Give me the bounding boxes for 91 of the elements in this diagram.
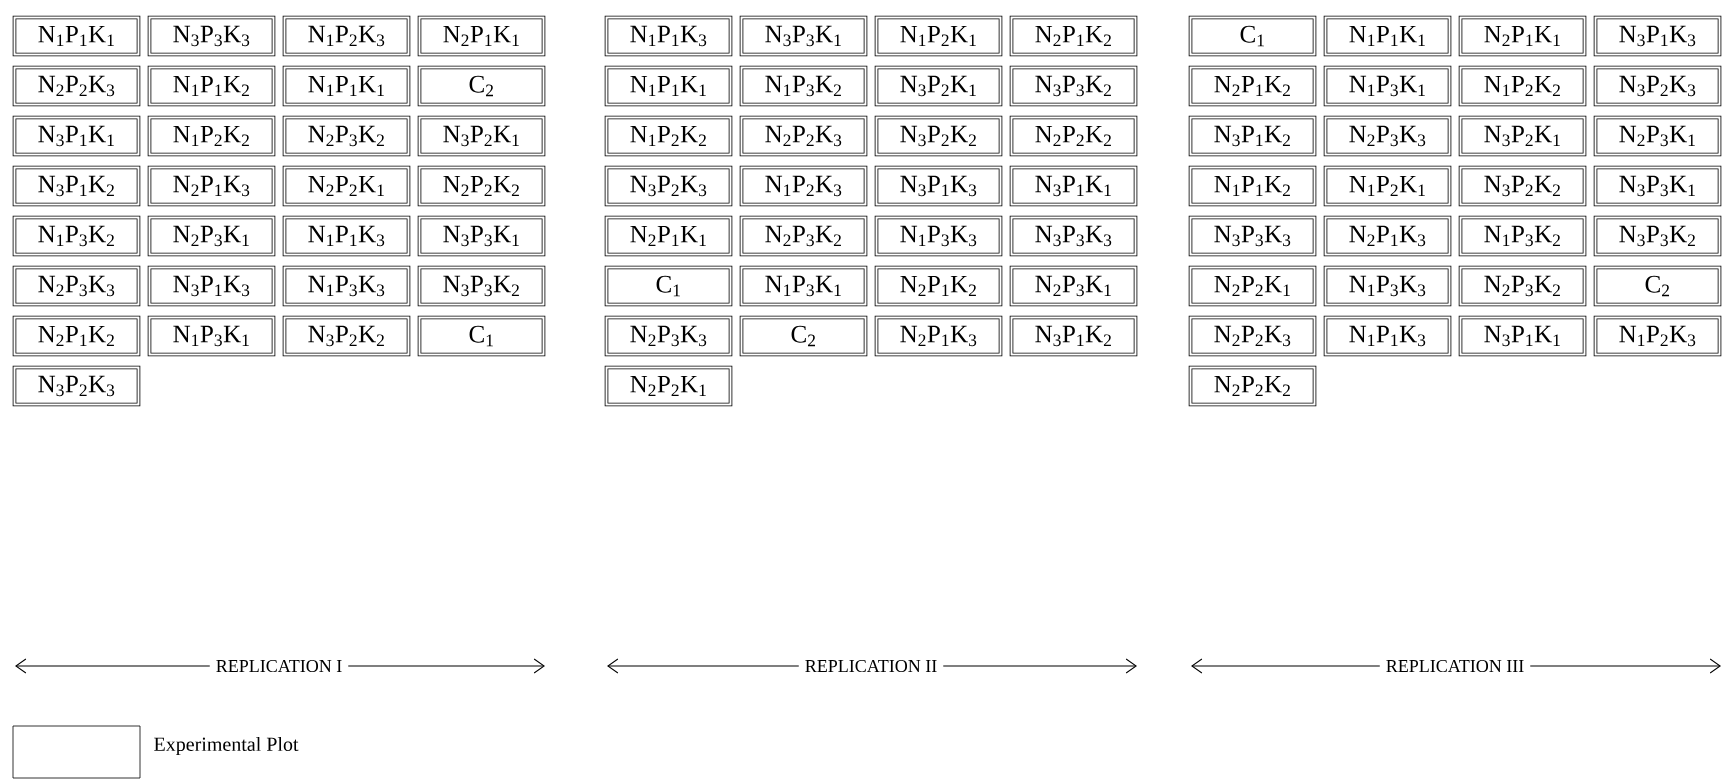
plot-box: N$_{3}$P$_{3}$K$_{2}$ [417,265,546,307]
plot-box: N$_{3}$P$_{2}$K$_{3}$ [604,165,733,207]
plot-box: N$_{1}$P$_{3}$K$_{2}$ [739,65,868,107]
plot-box: N$_{1}$P$_{2}$K$_{2}$ [604,115,733,157]
plot-box: N$_{1}$P$_{1}$K$_{1}$ [12,15,141,57]
plot-box: N$_{2}$P$_{2}$K$_{2}$ [1009,115,1138,157]
plot-box: N$_{1}$P$_{1}$K$_{3}$ [282,215,411,257]
plot-box: N$_{2}$P$_{1}$K$_{2}$ [12,315,141,357]
plot-box: N$_{1}$P$_{3}$K$_{2}$ [1458,215,1587,257]
plot-box: N$_{1}$P$_{2}$K$_{3}$ [282,15,411,57]
plot-box: N$_{2}$P$_{1}$K$_{1}$ [1458,15,1587,57]
plot-box: N$_{1}$P$_{2}$K$_{2}$ [147,115,276,157]
plot-box: N$_{2}$P$_{1}$K$_{1}$ [604,215,733,257]
plot-box: N$_{2}$P$_{2}$K$_{2}$ [1188,365,1317,407]
plot-box: N$_{3}$P$_{3}$K$_{1}$ [1593,165,1722,207]
plot-box: N$_{2}$P$_{1}$K$_{2}$ [1009,15,1138,57]
plot-box: N$_{2}$P$_{3}$K$_{1}$ [1009,265,1138,307]
plot-box: N$_{2}$P$_{3}$K$_{2}$ [1458,265,1587,307]
plot-box: N$_{2}$P$_{3}$K$_{1}$ [1593,115,1722,157]
plot-box: N$_{2}$P$_{2}$K$_{2}$ [417,165,546,207]
replication-label: REPLICATION III [1379,657,1531,675]
plot-box: N$_{2}$P$_{3}$K$_{2}$ [282,115,411,157]
plot-box: C$_{2}$ [417,65,546,107]
plot-box: N$_{2}$P$_{1}$K$_{2}$ [874,265,1003,307]
plot-box: N$_{1}$P$_{1}$K$_{1}$ [282,65,411,107]
plot-box: N$_{1}$P$_{3}$K$_{1}$ [739,265,868,307]
plot-box: N$_{2}$P$_{1}$K$_{2}$ [1188,65,1317,107]
plot-box: N$_{1}$P$_{2}$K$_{3}$ [1593,315,1722,357]
plot-box: N$_{1}$P$_{1}$K$_{1}$ [604,65,733,107]
plot-box: C$_{2}$ [1593,265,1722,307]
plot-box: N$_{2}$P$_{2}$K$_{3}$ [12,65,141,107]
legend-label: Experimental Plot [154,736,299,756]
plot-box: N$_{2}$P$_{1}$K$_{3}$ [874,315,1003,357]
plot-box: N$_{2}$P$_{3}$K$_{2}$ [739,215,868,257]
plot-box: C$_{1}$ [417,315,546,357]
plot-box: N$_{2}$P$_{1}$K$_{3}$ [1323,215,1452,257]
plot-box: N$_{1}$P$_{1}$K$_{1}$ [1323,15,1452,57]
plot-box: N$_{3}$P$_{3}$K$_{3}$ [147,15,276,57]
plot-box: N$_{2}$P$_{1}$K$_{1}$ [417,15,546,57]
plot-box: N$_{2}$P$_{3}$K$_{3}$ [604,315,733,357]
plot-box: N$_{2}$P$_{1}$K$_{3}$ [147,165,276,207]
plot-box: N$_{3}$P$_{2}$K$_{2}$ [1458,165,1587,207]
plot-box: N$_{1}$P$_{3}$K$_{3}$ [1323,265,1452,307]
plot-box: N$_{3}$P$_{2}$K$_{1}$ [1458,115,1587,157]
plot-box: N$_{3}$P$_{2}$K$_{2}$ [874,115,1003,157]
plot-box: N$_{1}$P$_{1}$K$_{2}$ [1188,165,1317,207]
plot-box: N$_{3}$P$_{2}$K$_{3}$ [12,365,141,407]
replication-label: REPLICATION II [798,657,944,675]
plot-box: N$_{3}$P$_{3}$K$_{1}$ [739,15,868,57]
plot-box: N$_{2}$P$_{2}$K$_{3}$ [739,115,868,157]
plot-box: N$_{2}$P$_{2}$K$_{1}$ [604,365,733,407]
plot-box: N$_{3}$P$_{1}$K$_{1}$ [1458,315,1587,357]
plot-box: N$_{1}$P$_{3}$K$_{3}$ [874,215,1003,257]
plot-box: N$_{3}$P$_{2}$K$_{2}$ [282,315,411,357]
plot-box: N$_{1}$P$_{3}$K$_{2}$ [12,215,141,257]
plot-box: N$_{1}$P$_{3}$K$_{3}$ [282,265,411,307]
plot-box: N$_{2}$P$_{2}$K$_{3}$ [1188,315,1317,357]
plot-box: N$_{1}$P$_{3}$K$_{1}$ [147,315,276,357]
plot-box: N$_{2}$P$_{3}$K$_{3}$ [12,265,141,307]
plot-box: C$_{1}$ [604,265,733,307]
plot-box: N$_{1}$P$_{2}$K$_{3}$ [739,165,868,207]
plot-box: N$_{3}$P$_{3}$K$_{2}$ [1593,215,1722,257]
plot-box: N$_{3}$P$_{1}$K$_{1}$ [1009,165,1138,207]
plot-box: N$_{1}$P$_{2}$K$_{2}$ [1458,65,1587,107]
plot-box: N$_{3}$P$_{3}$K$_{3}$ [1009,215,1138,257]
plot-box: N$_{3}$P$_{1}$K$_{2}$ [1188,115,1317,157]
plot-box: N$_{3}$P$_{1}$K$_{3}$ [874,165,1003,207]
plot-box: N$_{3}$P$_{3}$K$_{2}$ [1009,65,1138,107]
plot-box: N$_{3}$P$_{3}$K$_{1}$ [417,215,546,257]
plot-box: N$_{3}$P$_{2}$K$_{1}$ [417,115,546,157]
plot-box: N$_{2}$P$_{2}$K$_{1}$ [282,165,411,207]
plot-box: N$_{1}$P$_{2}$K$_{1}$ [874,15,1003,57]
plot-box: N$_{3}$P$_{2}$K$_{1}$ [874,65,1003,107]
plot-box: N$_{3}$P$_{1}$K$_{2}$ [1009,315,1138,357]
plot-box: N$_{3}$P$_{1}$K$_{1}$ [12,115,141,157]
plot-box: N$_{1}$P$_{1}$K$_{3}$ [604,15,733,57]
plot-box: N$_{2}$P$_{3}$K$_{1}$ [147,215,276,257]
replication-label: REPLICATION I [209,657,349,675]
plot-box: N$_{2}$P$_{2}$K$_{1}$ [1188,265,1317,307]
plot-box: N$_{3}$P$_{1}$K$_{3}$ [147,265,276,307]
plot-box: N$_{1}$P$_{3}$K$_{1}$ [1323,65,1452,107]
plot-box: N$_{3}$P$_{1}$K$_{2}$ [12,165,141,207]
plot-box: N$_{3}$P$_{1}$K$_{3}$ [1593,15,1722,57]
plot-box: N$_{3}$P$_{3}$K$_{3}$ [1188,215,1317,257]
plot-box: N$_{3}$P$_{2}$K$_{3}$ [1593,65,1722,107]
plot-box: N$_{1}$P$_{1}$K$_{2}$ [147,65,276,107]
plot-box: N$_{2}$P$_{3}$K$_{3}$ [1323,115,1452,157]
plot-box: C$_{1}$ [1188,15,1317,57]
plot-box: N$_{1}$P$_{1}$K$_{3}$ [1323,315,1452,357]
plot-box: N$_{1}$P$_{2}$K$_{1}$ [1323,165,1452,207]
plot-box: C$_{2}$ [739,315,868,357]
